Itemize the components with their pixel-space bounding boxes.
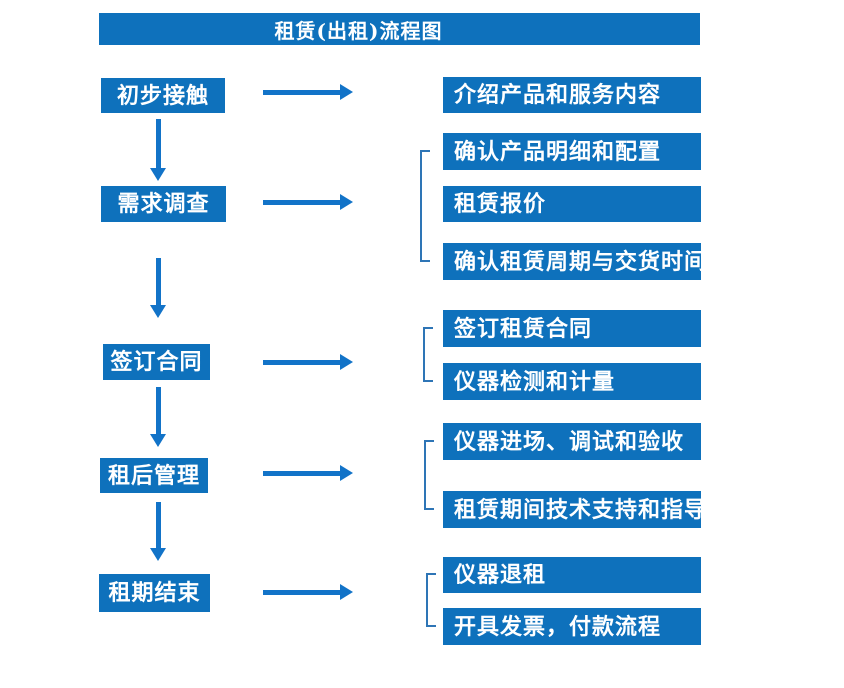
stage-box-rental-period-end: 租期结束 <box>99 574 210 612</box>
detail-box-sign-rental-contract: 签订租赁合同 <box>443 310 701 347</box>
arrow-head <box>340 584 353 600</box>
right-arrow-icon <box>263 354 353 370</box>
stage-box-post-rental-management: 租后管理 <box>100 458 208 493</box>
detail-label: 仪器退租 <box>454 562 547 588</box>
group-bracket <box>426 573 436 627</box>
arrow-shaft <box>263 590 341 595</box>
stage-label: 需求调查 <box>117 191 210 217</box>
arrow-shaft <box>156 502 161 550</box>
arrow-shaft <box>263 90 341 95</box>
detail-box-invoice-payment-process: 开具发票，付款流程 <box>443 608 701 645</box>
stage-label: 初步接触 <box>116 82 209 109</box>
detail-box-instrument-return: 仪器退租 <box>443 557 701 593</box>
detail-box-rental-quotation: 租赁报价 <box>443 186 701 222</box>
detail-label: 仪器进场、调试和验收 <box>454 428 685 455</box>
detail-box-instrument-entry-debug-acceptance: 仪器进场、调试和验收 <box>443 423 701 460</box>
detail-box-technical-support-guidance: 租赁期间技术支持和指导 <box>443 491 706 528</box>
detail-label: 确认租赁周期与交货时间 <box>454 248 708 275</box>
group-bracket <box>420 150 430 262</box>
flowchart-title: 租赁(出租)流程图 <box>274 18 443 43</box>
detail-label: 开具发票，付款流程 <box>454 613 662 640</box>
arrow-shaft <box>263 200 341 205</box>
right-arrow-icon <box>263 194 353 210</box>
stage-label: 租后管理 <box>107 462 200 489</box>
arrow-head <box>340 354 353 370</box>
down-arrow-icon <box>150 119 166 181</box>
right-arrow-icon <box>263 84 353 100</box>
detail-label: 介绍产品和服务内容 <box>454 82 662 108</box>
stage-box-demand-survey: 需求调查 <box>101 186 226 222</box>
detail-label: 租赁报价 <box>454 191 547 217</box>
arrow-shaft <box>156 258 161 307</box>
detail-box-introduce-products-services: 介绍产品和服务内容 <box>443 77 701 113</box>
right-arrow-icon <box>263 584 353 600</box>
arrow-shaft <box>156 387 161 436</box>
detail-label: 租赁期间技术支持和指导 <box>454 496 708 523</box>
detail-label: 确认产品明细和配置 <box>454 138 662 165</box>
arrow-shaft <box>263 360 341 365</box>
detail-box-confirm-rental-period-delivery: 确认租赁周期与交货时间 <box>443 243 706 280</box>
detail-label: 签订租赁合同 <box>454 315 593 342</box>
arrow-head <box>340 465 353 481</box>
group-bracket <box>423 327 433 382</box>
right-arrow-icon <box>263 465 353 481</box>
arrow-head <box>340 194 353 210</box>
arrow-head <box>150 434 166 447</box>
stage-label: 租期结束 <box>108 580 201 606</box>
stage-box-initial-contact: 初步接触 <box>101 78 225 113</box>
stage-label: 签订合同 <box>110 349 203 375</box>
arrow-shaft <box>156 119 161 170</box>
detail-label: 仪器检测和计量 <box>454 368 616 395</box>
arrow-shaft <box>263 471 341 476</box>
stage-box-sign-contract: 签订合同 <box>103 344 210 380</box>
down-arrow-icon <box>150 387 166 447</box>
arrow-head <box>340 84 353 100</box>
detail-box-confirm-product-details: 确认产品明细和配置 <box>443 133 701 170</box>
arrow-head <box>150 305 166 318</box>
down-arrow-icon <box>150 502 166 561</box>
flowchart-title-bar: 租赁(出租)流程图 <box>99 13 700 45</box>
detail-box-instrument-testing-metering: 仪器检测和计量 <box>443 363 701 400</box>
down-arrow-icon <box>150 258 166 318</box>
arrow-head <box>150 548 166 561</box>
arrow-head <box>150 168 166 181</box>
group-bracket <box>424 440 434 510</box>
